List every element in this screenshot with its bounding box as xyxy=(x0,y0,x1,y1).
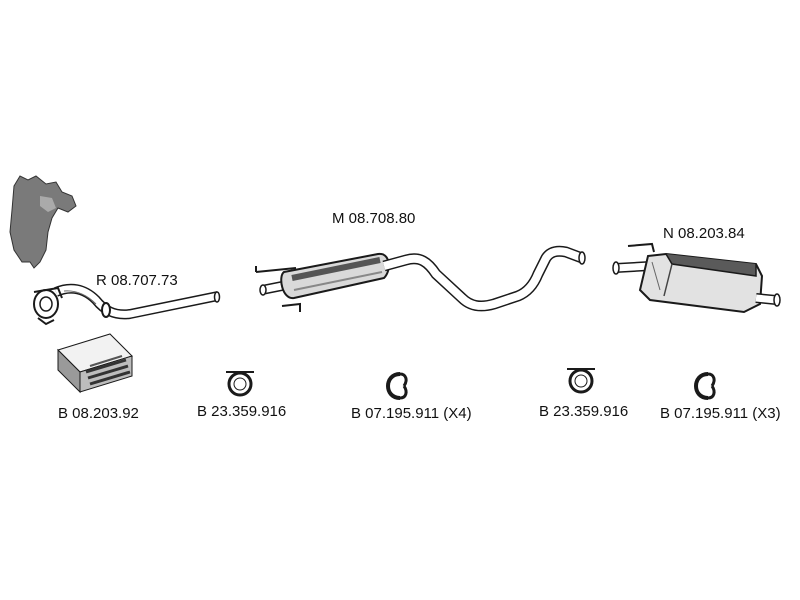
pipe-clamp-icon xyxy=(567,368,595,394)
front-pipe xyxy=(33,283,221,326)
gasket-box-code: B 08.203.92 xyxy=(58,405,139,422)
clamp-code: B 23.359.916 xyxy=(539,403,629,420)
rubber-hanger-code: B 07.195.911 (X4) xyxy=(351,405,472,422)
rear-silencer-code: N 08.203.84 xyxy=(663,225,745,242)
pipe-clamp-icon xyxy=(226,371,254,397)
rubber-hanger-icon xyxy=(693,372,716,400)
rear-silencer xyxy=(612,242,781,314)
engine-block-silhouette xyxy=(9,175,77,269)
rubber-hanger-icon xyxy=(385,372,408,400)
middle-silencer-code: M 08.708.80 xyxy=(332,210,416,227)
middle-silencer xyxy=(255,245,586,312)
gasket-box xyxy=(57,333,133,394)
front-pipe-code: R 08.707.73 xyxy=(96,272,178,289)
rubber-hanger-code: B 07.195.911 (X3) xyxy=(660,405,781,422)
clamp-code: B 23.359.916 xyxy=(197,403,287,420)
